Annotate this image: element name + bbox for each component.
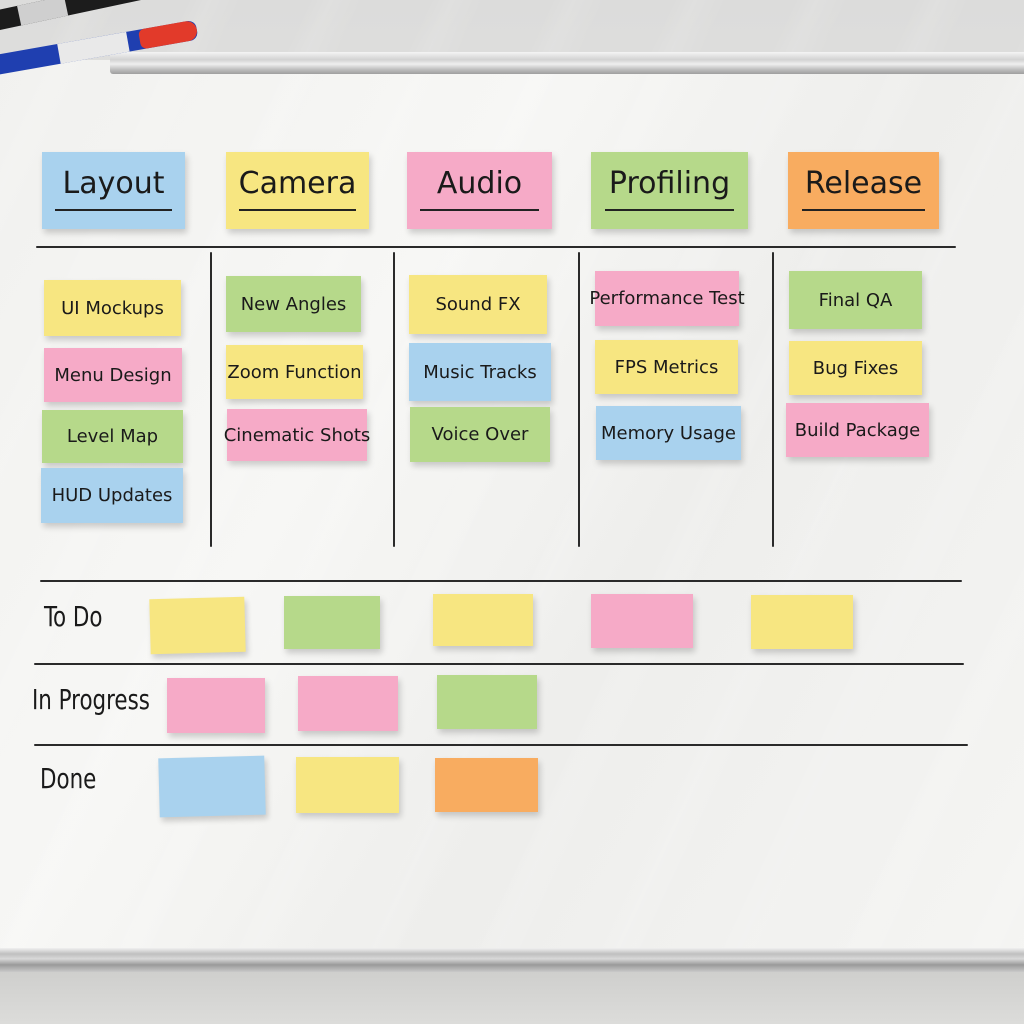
task-label: Performance Test <box>589 288 745 309</box>
column-title: Release <box>804 166 923 201</box>
title-underline <box>605 209 734 211</box>
blank-sticky-note[interactable] <box>433 594 533 646</box>
task-note[interactable]: Level Map <box>42 410 183 463</box>
task-label: Music Tracks <box>423 361 537 383</box>
column-title: Layout <box>62 166 165 201</box>
task-label: Voice Over <box>431 424 529 445</box>
column-header-layout[interactable]: Layout <box>42 152 185 229</box>
column-header-camera[interactable]: Camera <box>226 152 369 229</box>
column-title: Audio <box>436 166 523 201</box>
title-underline <box>420 209 539 211</box>
task-label: Build Package <box>794 419 921 441</box>
task-note[interactable]: HUD Updates <box>41 468 183 523</box>
column-title: Camera <box>238 166 357 201</box>
task-note[interactable]: Cinematic Shots <box>224 409 370 461</box>
task-label: Level Map <box>66 426 159 447</box>
swimlane-divider-line <box>34 663 964 665</box>
column-header-profiling[interactable]: Profiling <box>591 152 748 229</box>
task-note[interactable]: Menu Design <box>44 348 182 402</box>
task-note[interactable]: Voice Over <box>410 407 550 462</box>
column-divider-line <box>210 252 212 547</box>
column-header-audio[interactable]: Audio <box>407 152 552 229</box>
blank-sticky-note[interactable] <box>751 595 853 649</box>
wall-below-board <box>0 972 1024 1024</box>
task-label: Cinematic Shots <box>223 424 371 446</box>
task-label: Zoom Function <box>227 361 362 383</box>
blank-sticky-note[interactable] <box>158 755 266 818</box>
column-divider-line <box>393 252 395 547</box>
blank-sticky-note[interactable] <box>298 676 398 731</box>
row-label-done: Done <box>40 762 97 795</box>
blank-sticky-note[interactable] <box>591 594 693 648</box>
column-title: Profiling <box>608 166 731 201</box>
task-note[interactable]: UI Mockups <box>44 280 181 336</box>
row-label-to-do: To Do <box>44 600 103 633</box>
task-label: Final QA <box>818 289 893 311</box>
task-note[interactable]: Sound FX <box>409 275 547 334</box>
task-note[interactable]: FPS Metrics <box>595 340 738 394</box>
task-label: UI Mockups <box>61 297 164 319</box>
task-note[interactable]: Performance Test <box>589 271 745 326</box>
blank-sticky-note[interactable] <box>437 675 537 729</box>
blank-sticky-note[interactable] <box>435 758 538 812</box>
blank-sticky-note[interactable] <box>167 678 265 733</box>
title-underline <box>238 209 357 211</box>
blank-sticky-note[interactable] <box>296 757 399 813</box>
task-note[interactable]: Music Tracks <box>409 343 551 401</box>
task-note[interactable]: Memory Usage <box>596 406 741 460</box>
task-label: HUD Updates <box>51 485 173 506</box>
header-divider-line <box>36 246 956 248</box>
task-label: New Angles <box>240 293 347 315</box>
marker-cap-red <box>137 19 199 50</box>
task-label: Bug Fixes <box>812 357 899 379</box>
task-label: Menu Design <box>54 364 172 386</box>
column-header-release[interactable]: Release <box>788 152 939 229</box>
task-note[interactable]: Build Package <box>786 403 929 457</box>
task-label: Sound FX <box>435 294 521 315</box>
swimlane-divider-line <box>34 744 968 746</box>
task-note[interactable]: Zoom Function <box>226 345 363 399</box>
blank-sticky-note[interactable] <box>284 596 380 649</box>
column-divider-line <box>772 252 774 547</box>
task-note[interactable]: Bug Fixes <box>789 341 922 395</box>
swimlane-divider-line <box>40 580 962 582</box>
column-divider-line <box>578 252 580 547</box>
task-label: Memory Usage <box>600 422 736 444</box>
marker-band <box>17 0 69 26</box>
row-label-in-progress: In Progress <box>32 683 150 716</box>
task-label: FPS Metrics <box>614 356 719 378</box>
whiteboard-top-frame <box>110 52 1024 74</box>
task-note[interactable]: New Angles <box>226 276 361 332</box>
whiteboard-marker-tray <box>0 948 1024 972</box>
task-note[interactable]: Final QA <box>789 271 922 329</box>
title-underline <box>801 209 926 211</box>
blank-sticky-note[interactable] <box>149 596 246 655</box>
title-underline <box>54 209 173 211</box>
